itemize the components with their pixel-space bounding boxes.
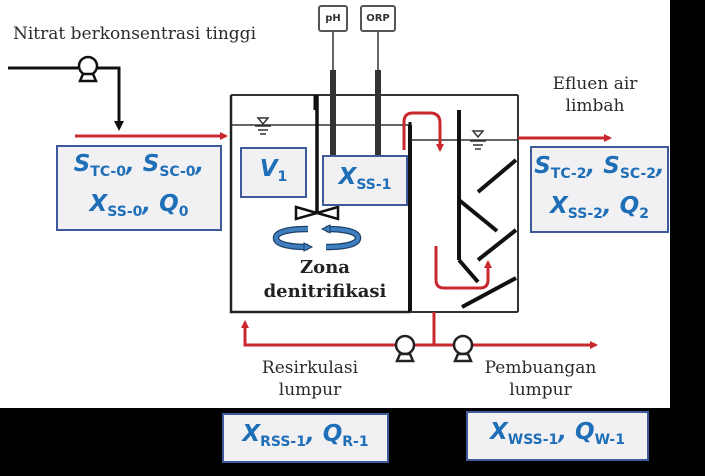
mixer-icon <box>294 95 340 221</box>
recirculation-variables-box: XRSS-1, QR-1 <box>222 413 389 463</box>
recirculation-label-line1: Resirkulasi <box>261 358 359 378</box>
variable-subscript: SC-0 <box>159 164 196 180</box>
influent-vars-line2: XSS-0, Q0 <box>90 188 189 228</box>
variable-symbol: STC-0 <box>73 151 126 180</box>
feed-pump-icon <box>77 55 99 83</box>
waste-label-line1: Pembuangan <box>484 358 597 378</box>
variable-subscript: R-1 <box>342 434 369 450</box>
high-nitrate-feed-label: Nitrat berkonsentrasi tinggi <box>13 24 257 44</box>
recirculation-vars: XRSS-1, QR-1 <box>242 418 368 458</box>
mixing-flow-icon <box>272 224 362 252</box>
variable-subscript: 1 <box>277 168 288 185</box>
variable-subscript: WSS-1 <box>507 432 559 448</box>
sludge-flow-arrow <box>434 246 492 290</box>
waste-variables-box: XWSS-1, QW-1 <box>466 411 649 461</box>
variable-separator: , <box>125 151 143 177</box>
denitrification-zone-label: Zona denitrifikasi <box>250 256 400 304</box>
influent-vars-line1: STC-0, SSC-0, <box>74 148 205 188</box>
variable-symbol: Q2 <box>619 192 649 222</box>
variable-separator: , <box>586 152 604 179</box>
overflow-flow-arrow <box>402 111 444 152</box>
orp-sensor: ORP <box>360 5 396 32</box>
zone-label-line2: denitrifikasi <box>263 281 387 302</box>
reactor-tank <box>229 94 518 314</box>
variable-separator: , <box>656 152 665 179</box>
variable-subscript: SS-0 <box>107 204 143 220</box>
effluent-label-line1: Efluen air <box>552 74 638 94</box>
effluent-label: Efluen air limbah <box>540 73 650 117</box>
variable-subscript: 2 <box>639 205 649 222</box>
variable-symbol: XWSS-1 <box>490 419 559 448</box>
variable-separator: , <box>602 192 620 219</box>
ph-sensor: pH <box>318 5 348 32</box>
effluent-vars-line2: XSS-2, Q2 <box>550 190 649 230</box>
variable-separator: , <box>305 421 323 447</box>
variable-symbol: XSS-1 <box>338 163 392 193</box>
variable-separator: , <box>142 191 160 217</box>
settler-tank <box>408 95 519 313</box>
variable-symbol: Q0 <box>159 191 189 220</box>
variable-symbol: XRSS-1 <box>242 421 306 450</box>
influent-variables-box: STC-0, SSC-0, XSS-0, Q0 <box>56 145 222 231</box>
variable-symbol: V1 <box>259 155 288 185</box>
effluent-label-line2: limbah <box>565 96 625 116</box>
reactor-solids-var: XSS-1 <box>339 161 392 201</box>
variable-symbol: XSS-2 <box>550 192 603 222</box>
water-level-icon <box>255 117 271 135</box>
recirculation-label: Resirkulasi lumpur <box>245 357 375 401</box>
waste-pump-icon <box>452 334 474 363</box>
variable-symbol: STC-2 <box>534 152 587 182</box>
zone-label-line1: Zona <box>300 257 350 278</box>
volume-variable-box: V1 <box>240 147 307 198</box>
variable-subscript: TC-2 <box>550 165 587 182</box>
waste-vars: XWSS-1, QW-1 <box>490 416 625 456</box>
effluent-vars-line1: STC-2, SSC-2, <box>534 150 665 190</box>
variable-subscript: 0 <box>178 204 189 220</box>
variable-symbol: QW-1 <box>575 419 625 448</box>
variable-subscript: TC-0 <box>90 164 126 180</box>
recirculation-pump-icon <box>394 334 416 363</box>
variable-separator: , <box>558 419 576 445</box>
variable-subscript: W-1 <box>594 432 625 448</box>
variable-symbol: SSC-0 <box>142 151 196 180</box>
variable-symbol: SSC-2 <box>603 152 657 182</box>
variable-separator: , <box>195 151 205 177</box>
variable-symbol: QR-1 <box>322 421 369 450</box>
nitrate-feed-line <box>8 66 124 131</box>
waste-label-line2: lumpur <box>509 380 572 400</box>
variable-symbol: XSS-0 <box>89 191 143 220</box>
variable-subscript: SC-2 <box>619 165 657 182</box>
reactor-solids-variable-box: XSS-1 <box>322 155 408 206</box>
volume-var: V1 <box>260 153 288 193</box>
waste-label: Pembuangan lumpur <box>473 357 608 401</box>
variable-subscript: SS-2 <box>567 205 603 222</box>
sludge-return-line <box>241 312 454 347</box>
effluent-variables-box: STC-2, SSC-2, XSS-2, Q2 <box>530 146 669 233</box>
variable-subscript: SS-1 <box>356 176 392 193</box>
variable-subscript: RSS-1 <box>260 434 306 450</box>
recirculation-label-line2: lumpur <box>278 380 342 400</box>
settler-water-level-icon <box>470 130 486 150</box>
